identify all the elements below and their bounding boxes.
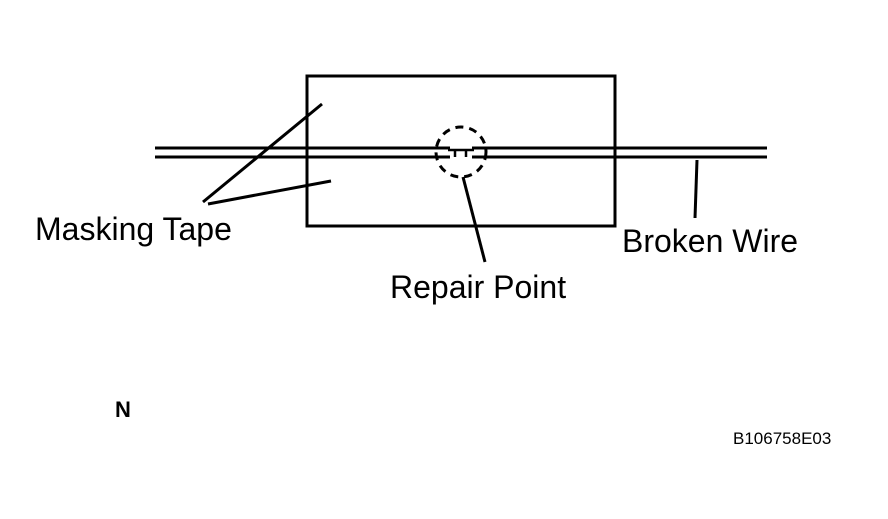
masking-tape-leader-lower (207, 179, 332, 206)
masking-tape-leader-upper (202, 102, 323, 204)
repair-point-leader (461, 176, 487, 263)
masking-tape-label: Masking Tape (35, 211, 232, 247)
repair-point-label: Repair Point (390, 269, 566, 305)
broken-wire-label: Broken Wire (622, 223, 798, 259)
repair-point-background (436, 127, 486, 177)
corner-mark-label: N (115, 397, 131, 422)
masking-tape-rectangle (305, 74, 617, 228)
figure-code-label: B106758E03 (733, 429, 831, 448)
broken-wire-leader (693, 159, 699, 219)
repair-point-circle (434, 125, 488, 179)
